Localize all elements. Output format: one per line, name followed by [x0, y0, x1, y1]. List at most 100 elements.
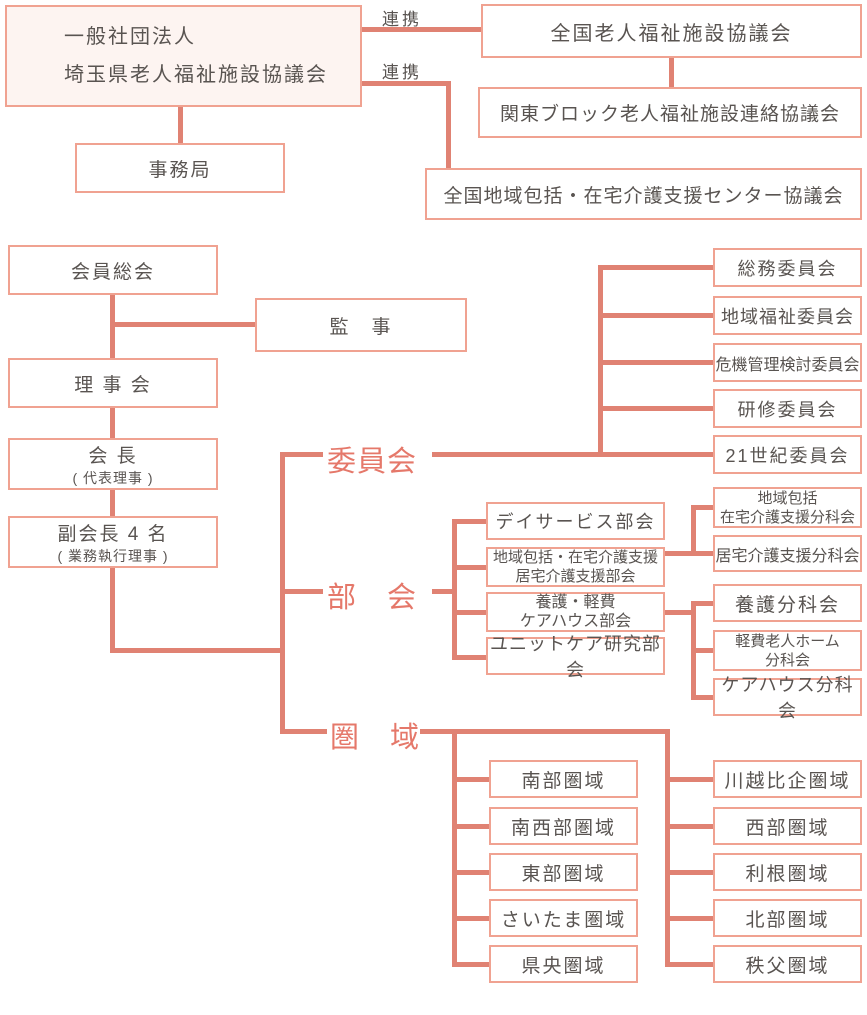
- subcommittee-label: 地域包括: [757, 489, 818, 507]
- connector-line: [670, 777, 713, 782]
- department-label: ケアハウス部会: [519, 613, 632, 630]
- region-box: 利根圏域: [713, 853, 862, 891]
- committee-box: 研修委員会: [713, 389, 862, 428]
- connector-line: [691, 695, 713, 700]
- department-box: ユニットケア研究部会: [486, 634, 665, 680]
- region-box: 東部圏域: [489, 853, 638, 891]
- org-box-national-council: 全国老人福祉施設協議会: [481, 4, 862, 58]
- subcommittee-label: 居宅介護支援分科会: [715, 547, 860, 565]
- committee-label: 危機管理検討委員会: [715, 356, 860, 374]
- subcommittee-box: 軽費老人ホーム 分科会: [713, 630, 862, 671]
- org-box-kanto-block: 関東ブロック老人福祉施設連絡協議会: [478, 87, 862, 138]
- president-title: 会 長: [88, 445, 138, 467]
- region-box: 西部圏域: [713, 807, 862, 845]
- main-org-line2: 埼玉県老人福祉施設協議会: [64, 64, 328, 86]
- connector-line: [603, 313, 713, 318]
- box-auditors: 監 事: [255, 298, 467, 352]
- subcommittee-label: 軽費老人ホーム: [735, 632, 840, 650]
- connector-line: [110, 490, 115, 516]
- connector-line: [670, 962, 713, 967]
- region-label: 西部圏域: [745, 817, 830, 839]
- connector-line: [110, 322, 255, 327]
- department-box: 地域包括・在宅介護支援 居宅介護支援部会: [486, 547, 665, 587]
- department-label: デイサービス部会: [495, 512, 656, 532]
- committee-box: 21世紀委員会: [713, 435, 862, 474]
- committee-box: 地域福祉委員会: [713, 296, 862, 335]
- connector-line: [457, 962, 489, 967]
- connector-line: [110, 648, 285, 653]
- connector-line: [178, 107, 183, 143]
- auditors-label: 監 事: [329, 316, 393, 338]
- vice-president-title: 副会長 4 名: [57, 523, 169, 545]
- connector-line: [432, 589, 457, 594]
- box-board-of-directors: 理 事 会: [8, 358, 218, 408]
- connector-line: [691, 505, 713, 510]
- connector-line: [457, 916, 489, 921]
- connector-line: [285, 452, 323, 457]
- connector-line: [457, 519, 486, 524]
- committee-box: 危機管理検討委員会: [713, 343, 862, 382]
- subcommittee-box: 居宅介護支援分科会: [713, 535, 862, 572]
- section-label-committees: 委員会: [327, 446, 418, 478]
- connector-line: [452, 519, 457, 660]
- region-label: 南西部圏域: [510, 817, 616, 839]
- connector-line: [603, 452, 713, 457]
- connector-line: [446, 81, 451, 168]
- section-label-departments: 部 会: [327, 582, 418, 614]
- connector-line: [670, 824, 713, 829]
- connector-line: [280, 452, 285, 734]
- region-box: さいたま圏域: [489, 899, 638, 937]
- subcommittee-label: 分科会: [764, 651, 810, 669]
- org-box-secretariat: 事務局: [75, 143, 285, 193]
- committee-label: 総務委員会: [737, 258, 838, 279]
- committee-label: 21世紀委員会: [725, 445, 850, 466]
- connector-line: [452, 729, 457, 967]
- connector-line: [691, 601, 713, 606]
- connector-line: [457, 610, 486, 615]
- connector-line: [665, 551, 713, 556]
- region-label: さいたま圏域: [500, 909, 627, 931]
- department-box: デイサービス部会: [486, 502, 665, 540]
- secretariat-label: 事務局: [148, 159, 212, 181]
- region-label: 県央圏域: [521, 955, 606, 977]
- connector-line: [669, 58, 674, 87]
- link-label-1: 連携: [382, 10, 422, 29]
- department-label: 地域包括・在宅介護支援: [492, 549, 658, 566]
- link-label-2: 連携: [382, 63, 422, 82]
- connector-line: [670, 916, 713, 921]
- connector-line: [457, 824, 489, 829]
- box-general-assembly: 会員総会: [8, 245, 218, 295]
- connector-line: [420, 729, 670, 734]
- region-label: 川越比企圏域: [724, 770, 851, 792]
- connector-line: [670, 870, 713, 875]
- region-box: 川越比企圏域: [713, 760, 862, 798]
- org-box-national-homecare-council: 全国地域包括・在宅介護支援センター協議会: [425, 168, 862, 220]
- national-council-label: 全国老人福祉施設協議会: [550, 22, 793, 45]
- region-label: 利根圏域: [745, 863, 830, 885]
- box-president: 会 長 ( 代表理事 ): [8, 438, 218, 490]
- general-assembly-label: 会員総会: [70, 261, 155, 283]
- connector-line: [457, 655, 486, 660]
- box-vice-president: 副会長 4 名 ( 業務執行理事 ): [8, 516, 218, 568]
- region-box: 南部圏域: [489, 760, 638, 798]
- subcommittee-label: 在宅介護支援分科会: [719, 508, 855, 526]
- connector-line: [457, 777, 489, 782]
- main-org-line1: 一般社団法人: [64, 26, 196, 48]
- region-label: 南部圏域: [521, 770, 606, 792]
- subcommittee-box: ケアハウス分科会: [713, 675, 862, 721]
- department-box: 養護・軽費 ケアハウス部会: [486, 592, 665, 632]
- department-label: 居宅介護支援部会: [515, 568, 636, 585]
- connector-line: [603, 406, 713, 411]
- connector-line: [665, 729, 670, 967]
- connector-line: [285, 589, 323, 594]
- connector-line: [362, 81, 451, 86]
- committee-label: 地域福祉委員会: [721, 306, 854, 327]
- committee-box: 総務委員会: [713, 248, 862, 287]
- subcommittee-box: 養護分科会: [713, 584, 862, 622]
- connector-line: [603, 265, 713, 270]
- connector-line: [110, 408, 115, 438]
- region-label: 北部圏域: [745, 909, 830, 931]
- region-box: 県央圏域: [489, 945, 638, 983]
- region-label: 秩父圏域: [745, 955, 830, 977]
